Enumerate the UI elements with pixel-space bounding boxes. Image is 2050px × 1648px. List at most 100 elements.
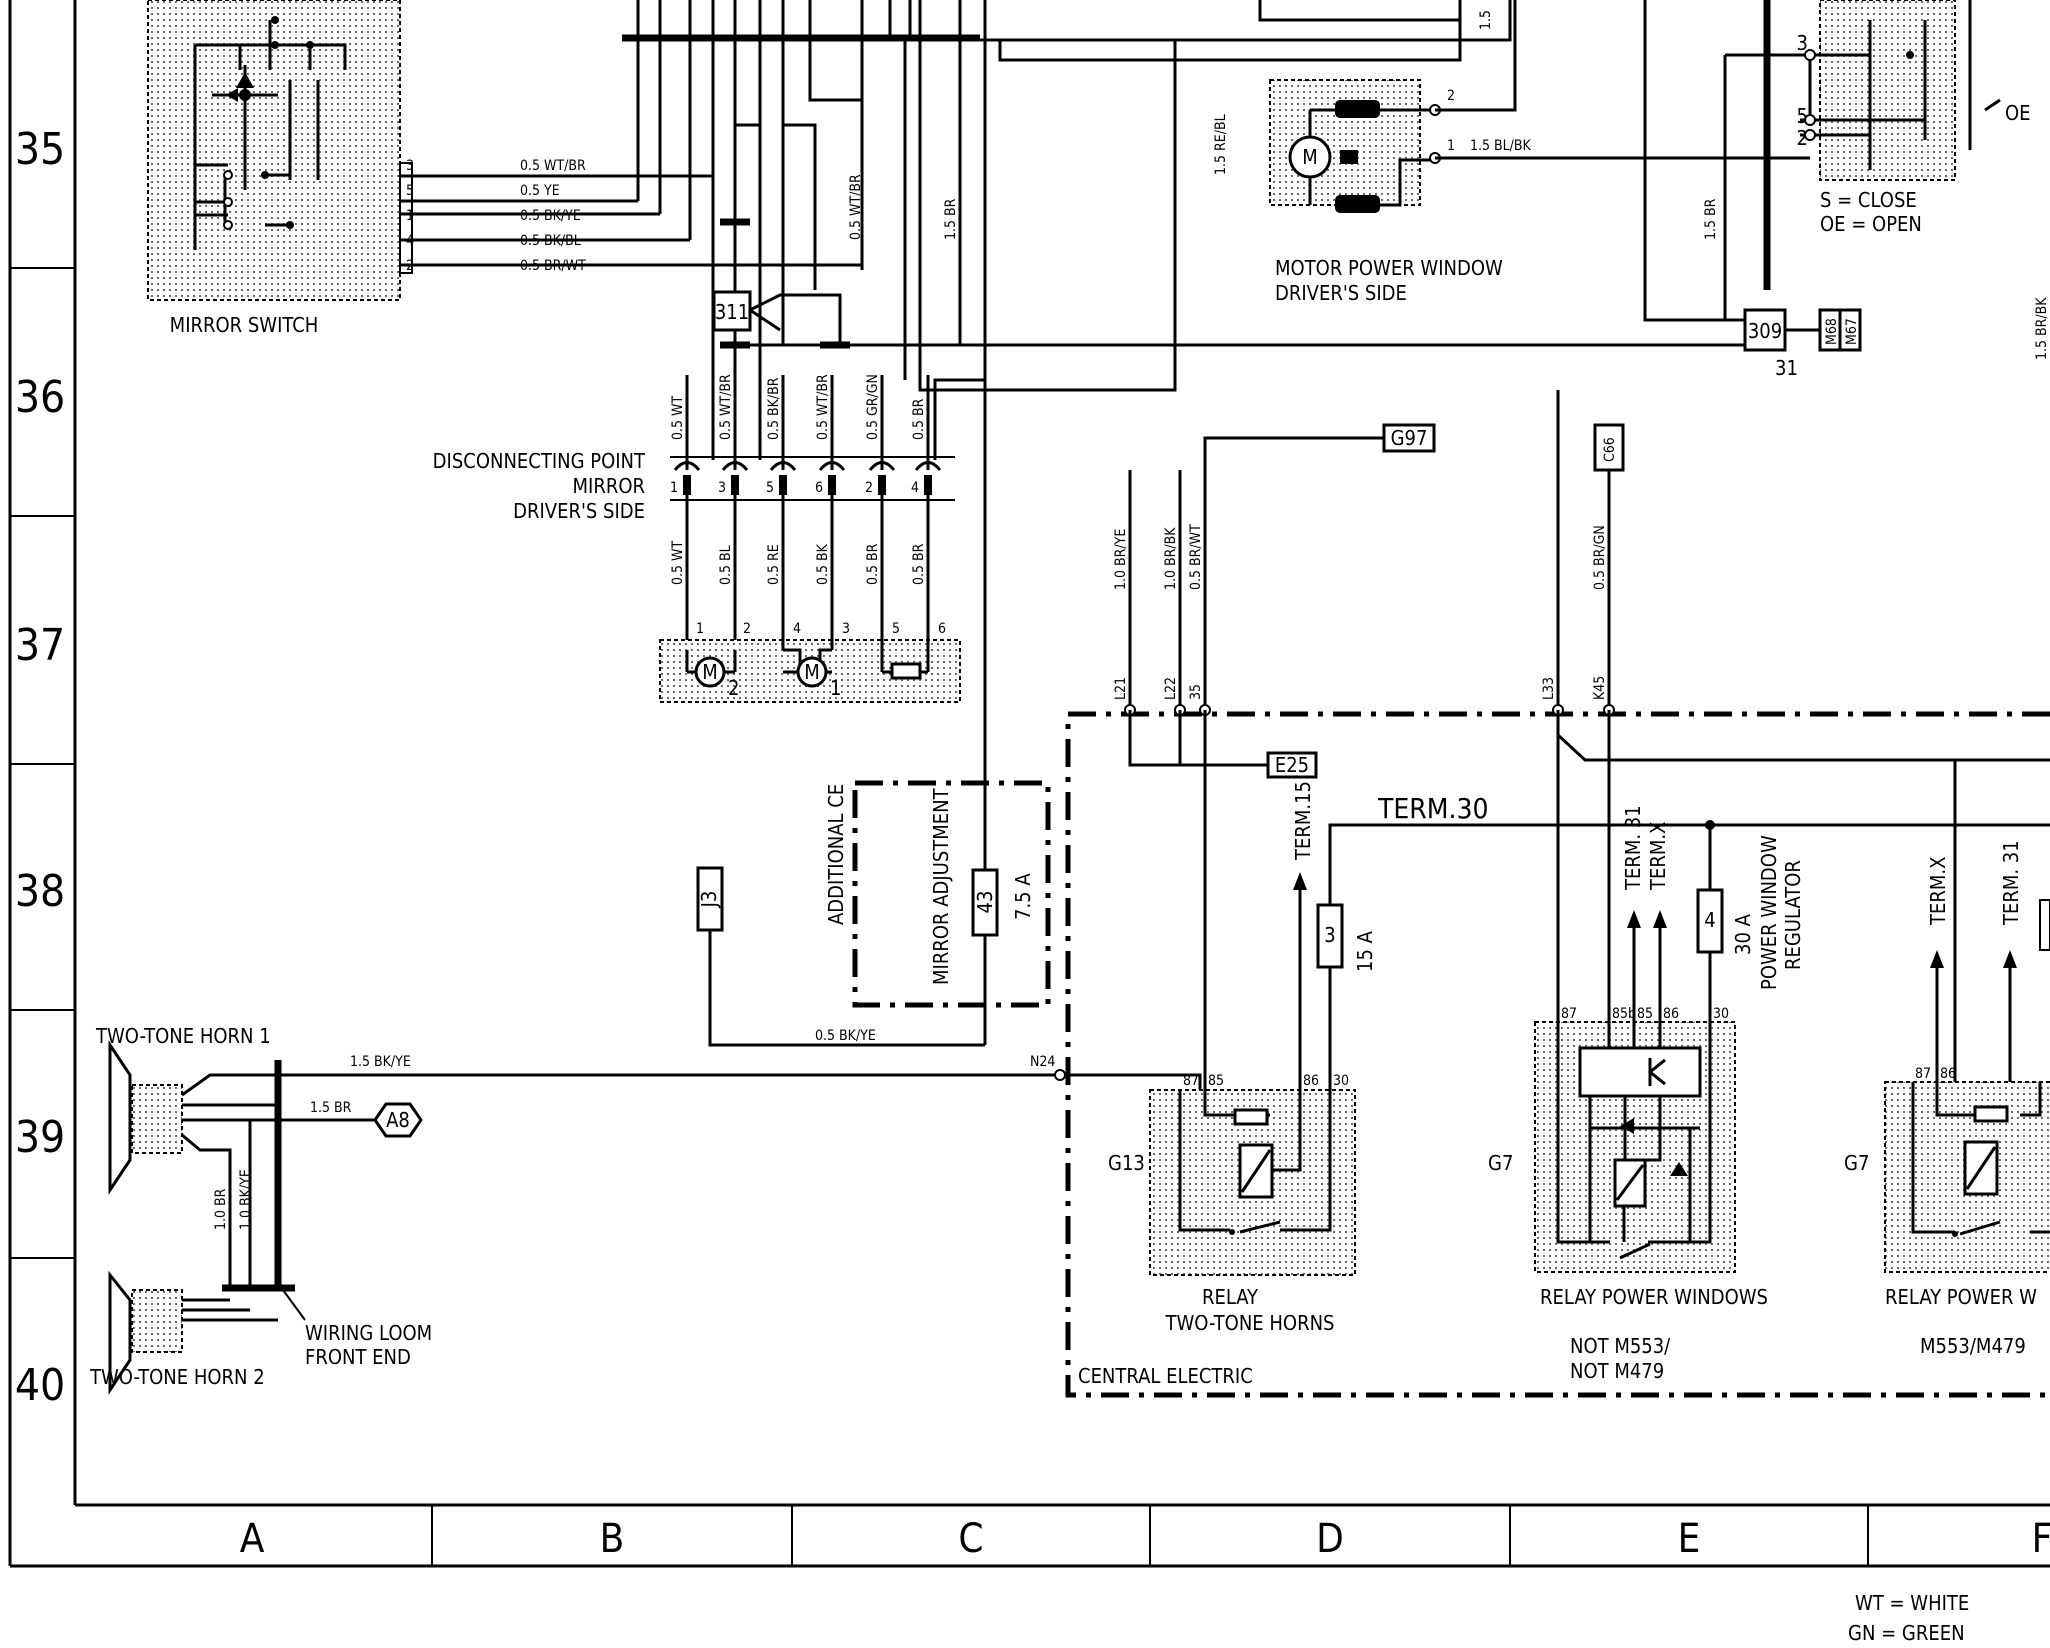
wire-sw-bk-ye: 0.5 BK/YE: [520, 208, 581, 224]
row-35: 35: [15, 124, 65, 175]
close-pin-2: 2: [1797, 126, 1808, 150]
col-b: B: [600, 1516, 625, 1562]
loom-label-1: WIRING LOOM: [305, 1321, 432, 1345]
junction-311: 311: [712, 218, 850, 349]
fuse-4-rating: 30 A: [1731, 913, 1755, 955]
wire-h-15bkye: 1.5 BK/YE: [350, 1054, 411, 1070]
wire-e-15br: 1.5 BR: [1703, 198, 1719, 240]
conn-k45: K45: [1592, 676, 1608, 700]
switch-wires: 0.5 WT/BR 0.5 YE 0.5 BK/YE 0.5 BK/BL 0.5…: [400, 158, 862, 274]
m-wire-5: 0.5 BR: [865, 543, 881, 585]
mirror-adjust-label: MIRROR ADJUSTMENT: [929, 787, 953, 985]
m-wire-3: 0.5 RE: [766, 544, 782, 585]
wire-v-15bk: 1.5 BR/BK: [2034, 297, 2050, 360]
relay-windows-cut-label: RELAY POWER W: [1885, 1285, 2037, 1309]
wire-sw-br-wt: 0.5 BR/WT: [520, 258, 586, 274]
disconnect-label-2: MIRROR: [573, 474, 646, 498]
m-wire-2: 0.5 BL: [718, 545, 734, 585]
fuse-43-rating: 7.5 A: [1011, 873, 1035, 920]
g7e-pin-85: 85: [1637, 1006, 1653, 1022]
upper-wiring: 0.5 WT/BR 1.5 BR 1.5 RE/BL 1.5 1.5 BR: [622, 0, 1719, 460]
relay-horns-label-2: TWO-TONE HORNS: [1165, 1311, 1335, 1335]
ref-31: 31: [1775, 356, 1798, 380]
wire-v-15: 1.5: [1478, 10, 1494, 30]
wire-win-bl-bk: 1.5 BL/BK: [1470, 138, 1532, 154]
d-wire-1: 0.5 WT: [670, 396, 686, 440]
ref-e25: E25: [1275, 753, 1309, 777]
loom-label-2: FRONT END: [305, 1345, 411, 1369]
g13-pin-30: 30: [1333, 1073, 1349, 1089]
additional-ce: ADDITIONAL CE MIRROR ADJUSTMENT 43 7.5 A…: [696, 0, 1051, 1047]
disconnect-label-3: DRIVER'S SIDE: [513, 499, 645, 523]
fuse-43-icon: [971, 868, 999, 937]
row-36: 36: [15, 372, 65, 423]
horn2-label: TWO-TONE HORN 2: [89, 1365, 265, 1389]
legend-wt: WT = WHITE: [1855, 1591, 1969, 1615]
wire-h-10br: 1.0 BR: [213, 1188, 229, 1230]
disc-pin-3: 3: [718, 480, 726, 496]
motor-num-1: 1: [830, 676, 841, 700]
oe-mark: OE: [2005, 101, 2031, 125]
termx-label-e: TERM.X: [1646, 822, 1670, 891]
conn-35: 35: [1188, 684, 1204, 700]
relay-windows-label: RELAY POWER WINDOWS: [1540, 1285, 1768, 1309]
disc-pin-6: 6: [815, 480, 823, 496]
horn1-icon: [108, 1040, 132, 1195]
central-electric: CENTRAL ELECTRIC L21 L22 35 L33 K45 E25: [1065, 676, 2050, 1398]
row-38: 38: [15, 866, 65, 917]
disc-pin-2: 2: [865, 480, 873, 496]
wire-sw-wt-br: 0.5 WT/BR: [520, 158, 586, 174]
wire-e-05brgn: 0.5 BR/GN: [1592, 525, 1608, 590]
not-m553-label-2: NOT M479: [1570, 1359, 1664, 1383]
disc-pin-5: 5: [766, 480, 774, 496]
wire-h-15br: 1.5 BR: [310, 1100, 352, 1116]
g7e-pin-30: 30: [1713, 1006, 1729, 1022]
ref-j3: J3: [697, 891, 721, 909]
fuse-4: 4: [1704, 908, 1715, 932]
window-motor-label-2: DRIVER'S SIDE: [1275, 281, 1407, 305]
fuse-4-icon: [1696, 888, 1724, 954]
term31-label-e: TERM. 31: [1621, 805, 1645, 891]
col-c: C: [958, 1516, 983, 1562]
motor-num-2: 2: [728, 676, 739, 700]
sw-pin-5: 5: [406, 183, 414, 199]
horn-feed: N24 1.5 BK/YE 1.5 BR A8: [278, 1054, 1202, 1138]
ref-m67: M67: [1844, 318, 1860, 345]
wire-d-10brye: 1.0 BR/YE: [1113, 529, 1129, 590]
sw-pin-1: 1: [406, 208, 414, 224]
fuse-3-icon: [1316, 903, 1344, 969]
wire-v-15rebl: 1.5 RE/BL: [1213, 114, 1229, 175]
legend-gn: GN = GREEN: [1848, 1621, 1965, 1645]
mirr-pin-1: 1: [696, 621, 704, 637]
frame: [8, 0, 2050, 1568]
wire-d-05brwt: 0.5 BR/WT: [1188, 524, 1204, 590]
g7e-pin-87: 87: [1561, 1006, 1577, 1022]
win-pin-2: 2: [1447, 88, 1455, 104]
g13-label: G13: [1108, 1151, 1145, 1175]
g7f-label: G7: [1844, 1151, 1869, 1175]
d-wire-6: 0.5 BR: [911, 398, 927, 440]
central-electric-label: CENTRAL ELECTRIC: [1078, 1364, 1253, 1388]
m-wire-4: 0.5 BK: [815, 543, 831, 585]
d-wire-3: 0.5 BK/BR: [766, 377, 782, 440]
ref-c66: C66: [1602, 437, 1618, 462]
close-open-switch: 3 5 2 S = CLOSE OE = OPEN OE: [1723, 0, 2031, 322]
disconnecting-point: DISCONNECTING POINT MIRROR DRIVER'S SIDE…: [433, 374, 955, 650]
close-pin-3: 3: [1797, 31, 1808, 55]
d-wire-4: 0.5 WT/BR: [815, 374, 831, 440]
ref-g97: G97: [1391, 426, 1428, 450]
horn2-icon: [108, 1270, 132, 1395]
sw-pin-3: 3: [406, 158, 414, 174]
connector-refs: G97 C66 1.0 BR/YE 1.0 BR/BK 0.5 BR/WT 0.…: [1113, 390, 1625, 710]
close-pin-5: 5: [1797, 104, 1808, 128]
g7e-pin-86: 86: [1663, 1006, 1679, 1022]
fuse-43: 43: [973, 891, 997, 914]
mirr-pin-6: 6: [938, 621, 946, 637]
color-legend: WT = WHITE GN = GREEN: [1848, 1591, 1969, 1645]
m-wire-1: 0.5 WT: [670, 541, 686, 585]
close-label: S = CLOSE: [1820, 188, 1917, 212]
mirr-pin-3: 3: [842, 621, 850, 637]
mirr-pin-5: 5: [892, 621, 900, 637]
col-f: F: [2032, 1516, 2050, 1562]
